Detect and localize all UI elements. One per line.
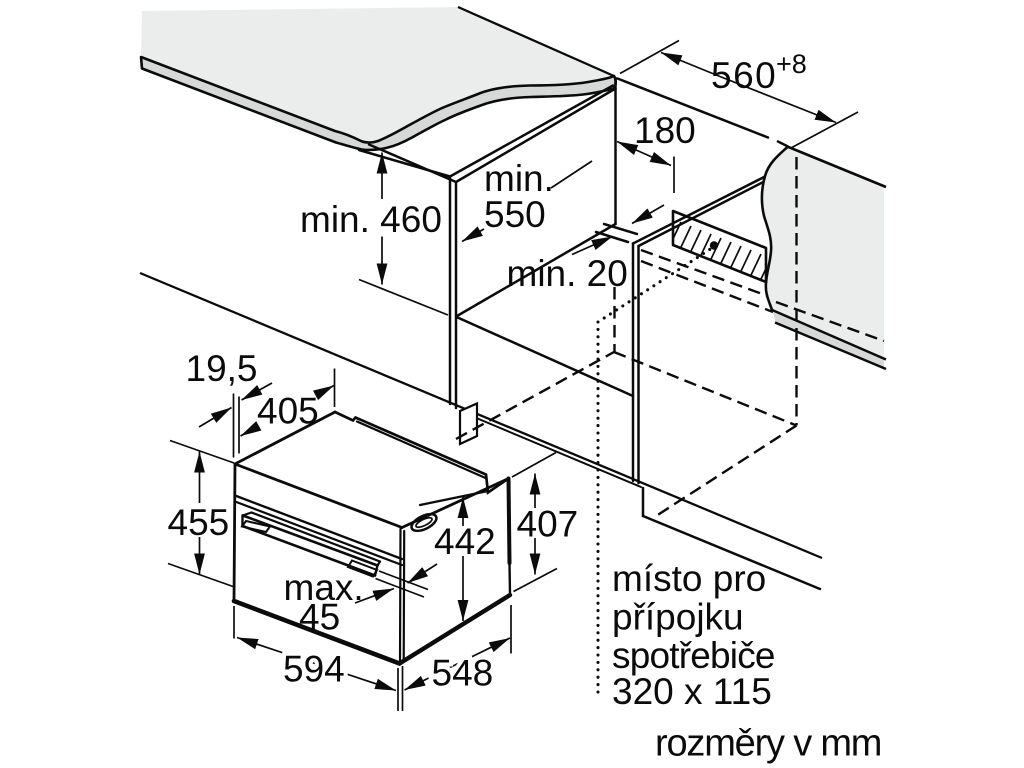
svg-text:spotřebiče: spotřebiče [612, 635, 775, 676]
svg-text:594: 594 [283, 649, 345, 690]
svg-text:min. 20: min. 20 [507, 253, 628, 294]
svg-text:180: 180 [634, 110, 696, 151]
svg-text:min.: min. [484, 158, 554, 199]
svg-text:přípojku: přípojku [612, 597, 744, 638]
svg-text:548: 548 [432, 653, 494, 694]
svg-text:320 x 115: 320 x 115 [612, 671, 772, 712]
svg-text:442: 442 [434, 521, 496, 562]
svg-text:min. 460: min. 460 [300, 199, 442, 240]
svg-text:19,5: 19,5 [186, 348, 258, 389]
svg-text:místo pro: místo pro [612, 558, 766, 599]
svg-text:550: 550 [484, 194, 546, 235]
svg-text:405: 405 [257, 391, 319, 432]
svg-text:rozměry v mm: rozměry v mm [655, 723, 881, 765]
svg-text:560: 560 [711, 55, 777, 96]
svg-text:407: 407 [517, 504, 579, 545]
svg-text:max.: max. [284, 567, 364, 608]
svg-text:45: 45 [299, 597, 340, 638]
svg-text:+8: +8 [776, 49, 807, 79]
svg-text:455: 455 [168, 502, 230, 543]
